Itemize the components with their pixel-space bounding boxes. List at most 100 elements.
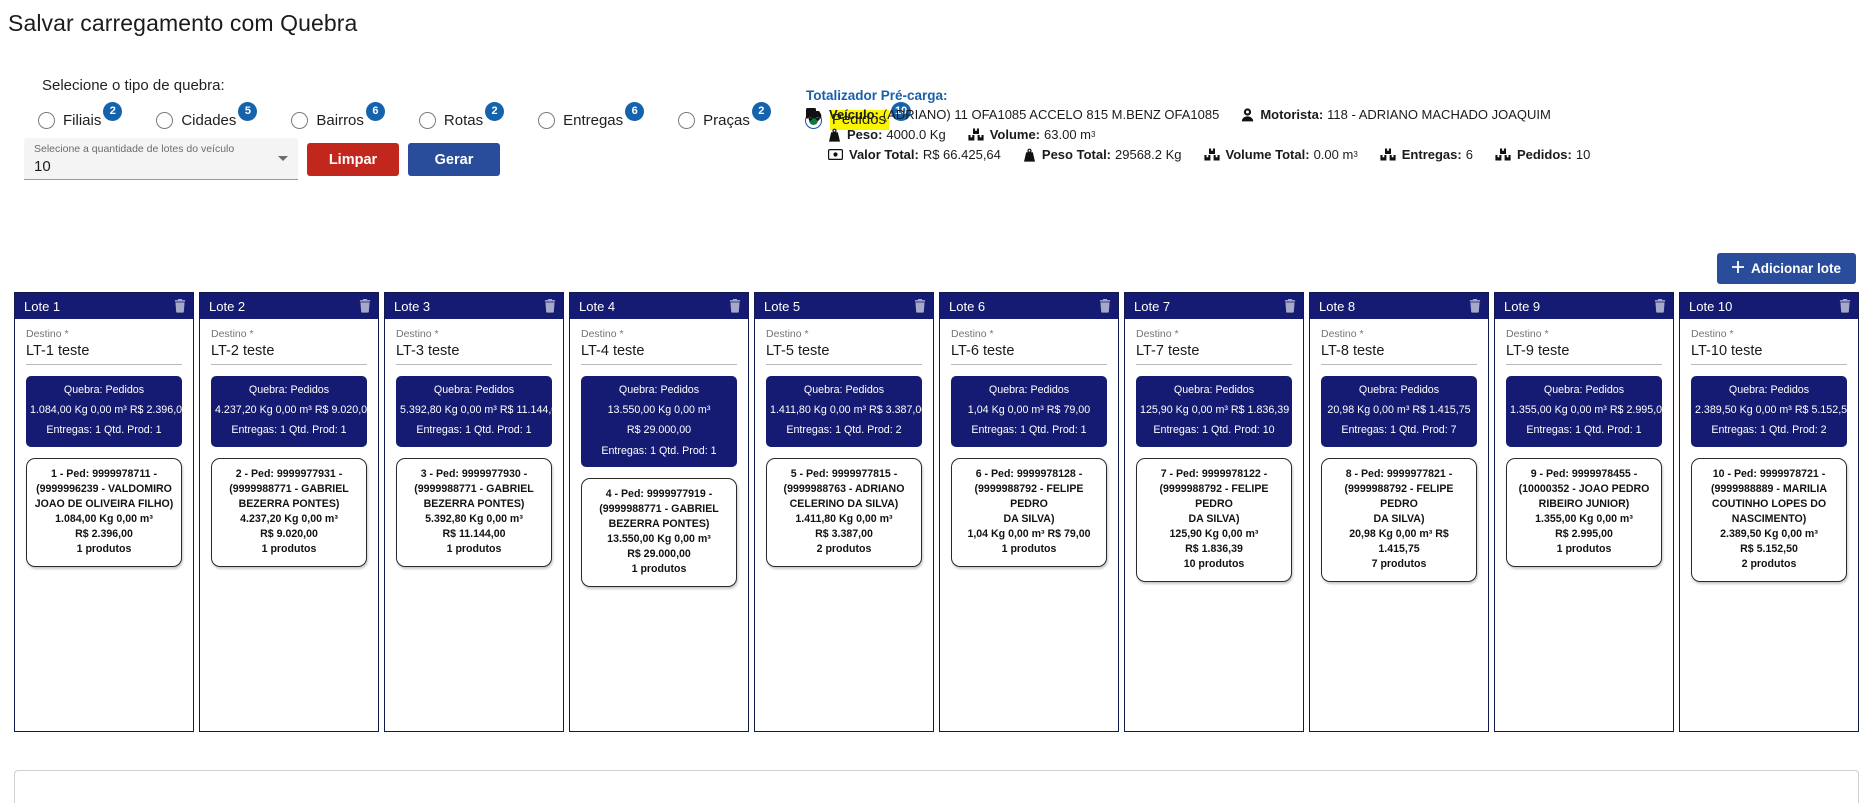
order-card[interactable]: 1 - Ped: 9999978711 -(9999996239 - VALDO… xyxy=(26,457,182,567)
order-line: DA SILVA) xyxy=(1003,512,1055,525)
radio-circle-icon[interactable] xyxy=(156,111,174,129)
clear-button[interactable]: Limpar xyxy=(307,143,399,176)
order-line: JOAO DE OLIVEIRA FILHO) xyxy=(34,497,174,510)
order-line: (9999988792 - FELIPE PEDRO xyxy=(974,482,1084,510)
delete-lot-icon[interactable] xyxy=(914,299,926,313)
delete-lot-icon[interactable] xyxy=(729,299,741,313)
delete-lot-icon[interactable] xyxy=(544,299,556,313)
lot-title: Lote 10 xyxy=(1689,298,1733,314)
destino-input[interactable]: LT-2 teste xyxy=(211,340,367,365)
destino-label: Destino * xyxy=(1136,328,1179,340)
lot-summary-line: Quebra: Pedidos xyxy=(1543,384,1625,396)
radio-circle-icon[interactable] xyxy=(678,111,696,129)
order-line: 1 produtos xyxy=(1556,542,1612,555)
destino-input[interactable]: LT-4 teste xyxy=(581,340,737,365)
lot-summary-line: Quebra: Pedidos xyxy=(248,384,330,396)
radio-count-badge: 5 xyxy=(238,101,258,121)
lot-summary-line: Quebra: Pedidos xyxy=(1358,384,1440,396)
destino-input[interactable]: LT-8 teste xyxy=(1321,340,1477,365)
delete-lot-icon[interactable] xyxy=(1469,299,1481,313)
order-card[interactable]: 5 - Ped: 9999977815 -(9999988763 - ADRIA… xyxy=(766,457,922,567)
lot-summary-line: Quebra: Pedidos xyxy=(1728,384,1810,396)
order-line: 8 - Ped: 9999977821 - xyxy=(1345,467,1453,480)
radio-label: Praças xyxy=(703,111,750,129)
total-weight-key: Peso Total: xyxy=(1041,147,1112,162)
lot-quantity-value: 10 xyxy=(34,158,51,175)
radio-count-badge: 2 xyxy=(103,101,123,121)
generate-button[interactable]: Gerar xyxy=(408,143,500,176)
total-volume-value: 0.00 m xyxy=(1313,147,1354,162)
order-line: R$ 11.144,00 xyxy=(442,527,506,540)
destino-input[interactable]: LT-9 teste xyxy=(1506,340,1662,365)
total-volume-key: Volume Total: xyxy=(1225,147,1310,162)
destino-input[interactable]: LT-7 teste xyxy=(1136,340,1292,365)
order-line: R$ 2.396,00 xyxy=(75,527,133,540)
order-line: 4.237,20 Kg 0,00 m³ xyxy=(240,512,338,525)
order-card[interactable]: 6 - Ped: 9999978128 -(9999988792 - FELIP… xyxy=(951,457,1107,567)
delete-lot-icon[interactable] xyxy=(1654,299,1666,313)
delete-lot-icon[interactable] xyxy=(1099,299,1111,313)
order-line: 5.392,80 Kg 0,00 m³ xyxy=(425,512,523,525)
vehicle-key: Veículo: xyxy=(829,107,879,122)
order-line: (9999988771 - GABRIEL xyxy=(414,482,534,495)
delete-lot-icon[interactable] xyxy=(174,299,186,313)
order-line: (9999996239 - VALDOMIRO xyxy=(36,482,172,495)
radio-circle-icon[interactable] xyxy=(538,111,556,129)
delete-lot-icon[interactable] xyxy=(1284,299,1296,313)
boxes-icon xyxy=(1495,148,1511,161)
order-card[interactable]: 8 - Ped: 9999977821 -(9999988792 - FELIP… xyxy=(1321,457,1477,582)
lot-summary-line: R$ 29.000,00 xyxy=(626,424,692,437)
radio-label: Filiais xyxy=(63,111,102,129)
radio-circle-icon[interactable] xyxy=(38,111,55,129)
radio-circle-icon[interactable] xyxy=(291,111,309,129)
destino-label: Destino * xyxy=(211,328,254,340)
order-card[interactable]: 7 - Ped: 9999978122 -(9999988792 - FELIP… xyxy=(1136,457,1292,582)
order-line: 5 - Ped: 9999977815 - xyxy=(790,467,898,480)
order-card[interactable]: 2 - Ped: 9999977931 -(9999988771 - GABRI… xyxy=(211,457,367,567)
delete-lot-icon[interactable] xyxy=(359,299,371,313)
destino-label: Destino * xyxy=(951,328,994,340)
order-card[interactable]: 3 - Ped: 9999977930 -(9999988771 - GABRI… xyxy=(396,457,552,567)
add-lot-button[interactable]: Adicionar lote xyxy=(1716,253,1856,284)
destino-input[interactable]: LT-3 teste xyxy=(396,340,552,365)
volume-unit-exponent: 3 xyxy=(1091,130,1096,139)
lot-summary-line: 1,04 Kg 0,00 m³ R$ 79,00 xyxy=(967,404,1091,417)
lot-header: Lote 5 xyxy=(755,293,933,319)
person-icon xyxy=(1241,107,1254,122)
destino-label: Destino * xyxy=(26,328,69,340)
destino-input[interactable]: LT-1 teste xyxy=(26,340,182,365)
destino-input[interactable]: LT-10 teste xyxy=(1691,340,1847,365)
driver-key: Motorista: xyxy=(1260,107,1324,122)
order-card[interactable]: 9 - Ped: 9999978455 -(10000352 - JOAO PE… xyxy=(1506,457,1662,567)
weight-icon xyxy=(828,128,841,142)
destino-input[interactable]: LT-5 teste xyxy=(766,340,922,365)
order-card[interactable]: 4 - Ped: 9999977919 -(9999988771 - GABRI… xyxy=(581,477,737,588)
order-line: 13.550,00 Kg 0,00 m³ xyxy=(607,533,711,546)
destino-input[interactable]: LT-6 teste xyxy=(951,340,1107,365)
precarga-totalizer: Totalizador Pré-carga: Veículo: (ADRIANO… xyxy=(806,88,1612,167)
order-card[interactable]: 10 - Ped: 9999978721 -(9999988889 - MARI… xyxy=(1691,457,1847,582)
radio-circle-icon[interactable] xyxy=(418,111,436,129)
orders-key: Pedidos: xyxy=(1516,147,1572,162)
order-line: RIBEIRO JUNIOR) xyxy=(1538,497,1630,510)
delete-lot-icon[interactable] xyxy=(1839,299,1851,313)
page-title: Salvar carregamento com Quebra xyxy=(8,10,358,36)
order-line: 1.355,00 Kg 0,00 m³ xyxy=(1535,512,1633,525)
lot-summary-line: 20,98 Kg 0,00 m³ R$ 1.415,75 xyxy=(1327,404,1471,417)
order-line: CELERINO DA SILVA) xyxy=(789,497,899,510)
lot-quantity-select[interactable]: Selecione a quantidade de lotes do veícu… xyxy=(24,138,298,180)
weight-value: 4000.0 Kg xyxy=(886,127,946,142)
